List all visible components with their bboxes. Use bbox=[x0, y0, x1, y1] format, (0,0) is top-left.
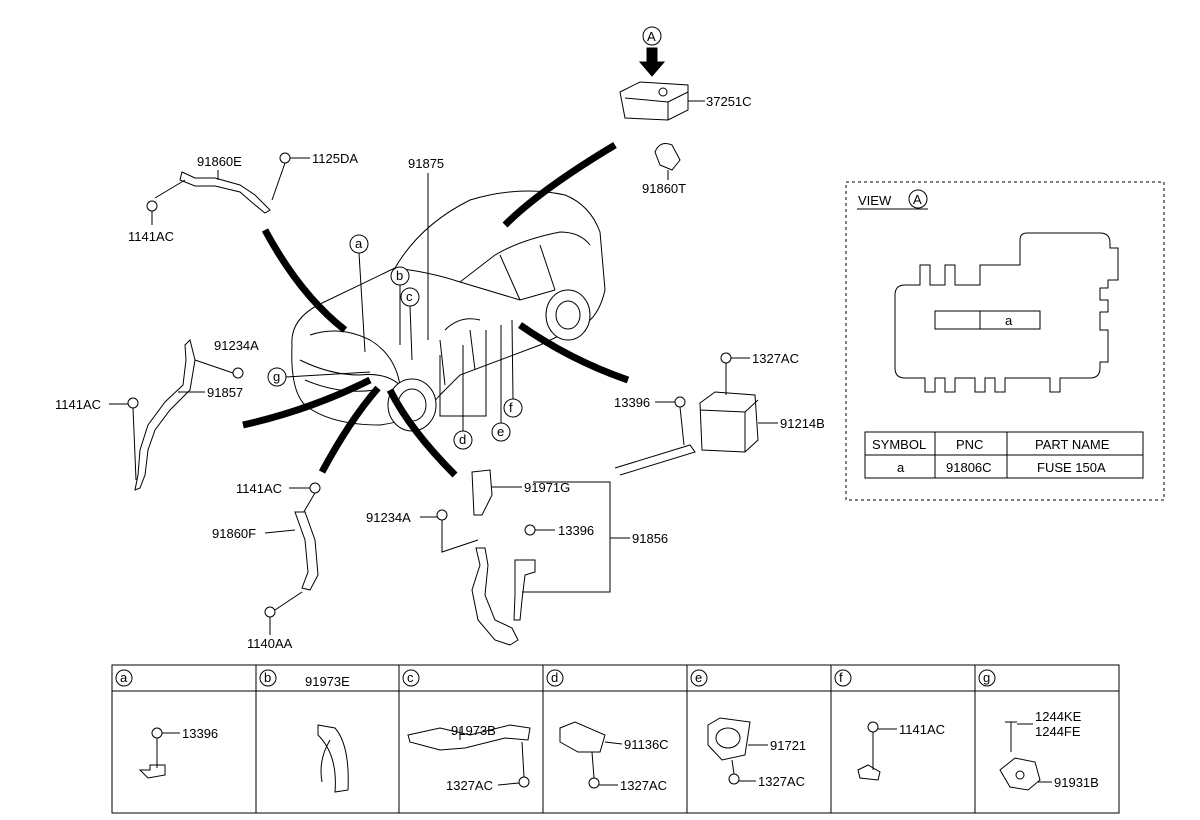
view-a-inset: VIEW A a SYMBOL PNC PART NAME a 91806C F… bbox=[845, 181, 1165, 501]
label-1140AA: 1140AA bbox=[247, 636, 293, 651]
table-header-symbol: SYMBOL bbox=[872, 437, 926, 452]
panel-g-letter: g bbox=[983, 670, 990, 685]
panel-c-part-1: 1327AC bbox=[446, 778, 493, 793]
label-91234A-left: 91234A bbox=[214, 338, 259, 353]
label-91234A-mid: 91234A bbox=[366, 510, 411, 525]
cable-91857: 91234A 91857 1141AC bbox=[55, 338, 259, 491]
arrow-a: A bbox=[638, 26, 666, 77]
label-1125DA: 1125DA bbox=[312, 151, 358, 166]
label-91214B: 91214B bbox=[780, 416, 825, 431]
panel-e-letter: e bbox=[695, 670, 702, 685]
label-1141AC-left: 1141AC bbox=[55, 397, 101, 412]
label-91860E: 91860E bbox=[197, 154, 242, 169]
view-a-label: VIEW bbox=[858, 193, 892, 208]
panel-e-part-1: 1327AC bbox=[758, 774, 805, 789]
table-cell-pnc: 91806C bbox=[946, 460, 992, 475]
cable-91860F: 1141AC 91860F 1140AA bbox=[212, 481, 321, 651]
panel-b-letter: b bbox=[264, 670, 271, 685]
panel-b-header: 91973E bbox=[305, 674, 350, 689]
detail-panels: a 13396 b 91973E c 91973B 1327AC bbox=[111, 664, 1120, 814]
marker-a: a bbox=[355, 236, 363, 251]
label-91856: 91856 bbox=[632, 531, 668, 546]
car-illustration bbox=[291, 190, 606, 432]
cable-91860E: 91860E 1141AC 1125DA bbox=[128, 151, 358, 244]
car-markers: a b c d e f g bbox=[267, 234, 523, 450]
panel-c-letter: c bbox=[407, 670, 414, 685]
panel-a-part-0: 13396 bbox=[182, 726, 218, 741]
wiring-91875: 91875 bbox=[408, 156, 444, 340]
panel-f: f 1141AC bbox=[834, 669, 945, 781]
label-1141AC-mid: 1141AC bbox=[236, 481, 282, 496]
marker-f: f bbox=[509, 400, 513, 415]
terminal-91860T: 91860T bbox=[642, 143, 686, 196]
panel-g-part-1: 1244FE bbox=[1035, 724, 1081, 739]
label-1327AC-right: 1327AC bbox=[752, 351, 799, 366]
panel-e-part-0: 91721 bbox=[770, 738, 806, 753]
panel-d-part-1: 1327AC bbox=[620, 778, 667, 793]
view-a-table: SYMBOL PNC PART NAME a 91806C FUSE 150A bbox=[864, 431, 1144, 479]
label-91857: 91857 bbox=[207, 385, 243, 400]
view-a-frame bbox=[845, 181, 1165, 501]
table-header-part-name: PART NAME bbox=[1035, 437, 1110, 452]
panel-d-part-0: 91136C bbox=[624, 737, 669, 752]
table-cell-part-name: FUSE 150A bbox=[1037, 460, 1106, 475]
view-a-marker-circle bbox=[908, 189, 928, 209]
label-91875: 91875 bbox=[408, 156, 444, 171]
panel-d: d 91136C 1327AC bbox=[546, 669, 669, 793]
label-37251C: 37251C bbox=[706, 94, 752, 109]
panel-g: g 1244KE 1244FE 91931B bbox=[978, 669, 1099, 791]
panel-a-letter: a bbox=[120, 670, 128, 685]
fuse-slot bbox=[934, 310, 1041, 330]
marker-f-circle bbox=[503, 398, 523, 418]
panel-d-letter: d bbox=[551, 670, 558, 685]
fuse-slot-label: a bbox=[1005, 313, 1013, 328]
label-91971G: 91971G bbox=[524, 480, 570, 495]
marker-d: d bbox=[459, 432, 466, 447]
relay-37251C: 37251C bbox=[619, 81, 752, 121]
panel-e: e 91721 1327AC bbox=[690, 669, 806, 789]
marker-e: e bbox=[497, 424, 504, 439]
label-13396-right: 13396 bbox=[614, 395, 650, 410]
marker-c: c bbox=[406, 289, 413, 304]
fuse-box-outline bbox=[894, 232, 1119, 393]
marker-g: g bbox=[273, 369, 280, 384]
panel-a: a 13396 bbox=[115, 669, 218, 779]
arrow-marker: A bbox=[647, 29, 656, 44]
cable-91856: 91971G 91234A 13396 91856 bbox=[366, 469, 668, 646]
label-1141AC-top-left: 1141AC bbox=[128, 229, 174, 244]
label-91860F: 91860F bbox=[212, 526, 256, 541]
panel-f-part-0: 1141AC bbox=[899, 722, 945, 737]
marker-b: b bbox=[396, 268, 403, 283]
panel-c-part-0: 91973B bbox=[451, 723, 496, 738]
panel-c: c 91973B 1327AC bbox=[402, 669, 531, 793]
view-a-marker: A bbox=[913, 192, 922, 207]
table-cell-symbol: a bbox=[897, 460, 905, 475]
label-91860T: 91860T bbox=[642, 181, 686, 196]
label-13396-mid: 13396 bbox=[558, 523, 594, 538]
table-header-pnc: PNC bbox=[956, 437, 983, 452]
leader-swooshes bbox=[242, 141, 630, 478]
fusebox-91214B: 1327AC 13396 91214B bbox=[614, 351, 825, 476]
panel-f-letter: f bbox=[839, 670, 843, 685]
panel-g-part-2: 91931B bbox=[1054, 775, 1099, 790]
panel-b: b 91973E bbox=[259, 669, 350, 793]
panel-g-part-0: 1244KE bbox=[1035, 709, 1082, 724]
